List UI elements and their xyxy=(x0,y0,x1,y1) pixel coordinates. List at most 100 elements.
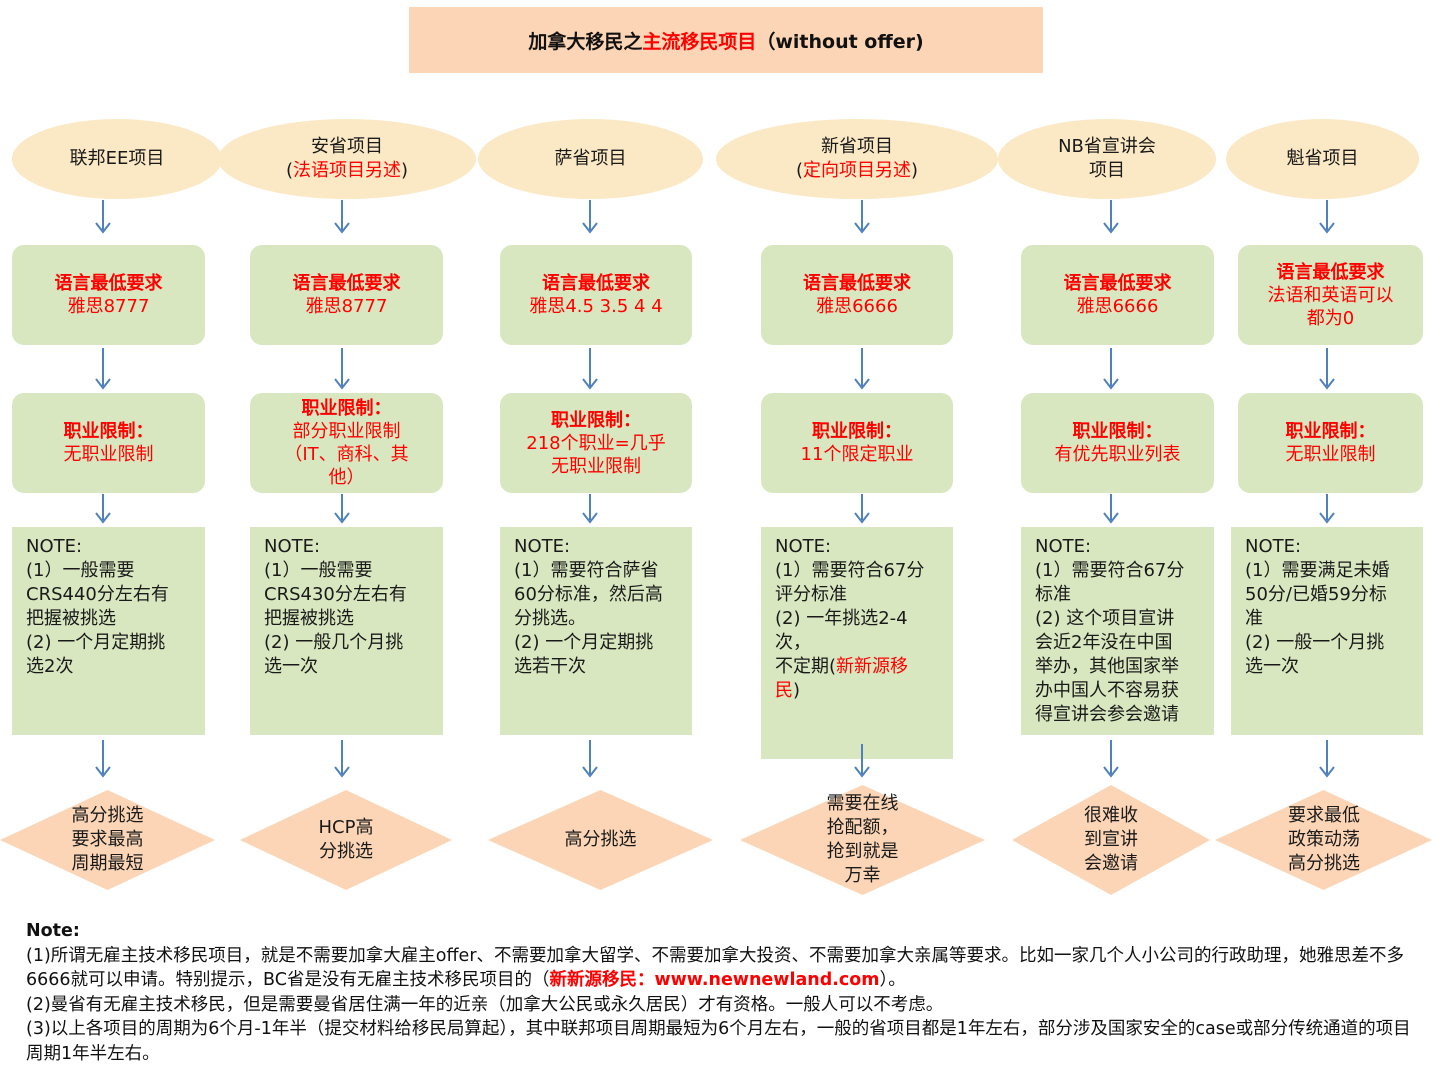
occupation-value: 有优先职业列表 xyxy=(1054,444,1181,465)
note-line: (2) 一般一个月挑 xyxy=(1245,632,1385,653)
down-arrow-icon xyxy=(334,200,350,234)
occupation-box-ns: 职业限制： 11个限定职业 xyxy=(761,393,953,493)
occupation-value: 他） xyxy=(328,467,365,488)
occupation-box-on: 职业限制： 部分职业限制 （IT、商科、其 他） xyxy=(250,393,443,493)
result-diamond-sk: 高分挑选 xyxy=(488,790,713,890)
ellipse-nb-label: NB省宣讲会 xyxy=(1058,136,1156,157)
note-box-ee: NOTE: (1）一般需要 CRS440分左右有 把握被挑选 (2) 一个月定期… xyxy=(12,527,205,735)
ellipse-qc: 魁省项目 xyxy=(1226,119,1419,199)
language-value: 法语和英语可以 xyxy=(1267,284,1394,306)
language-box-nb: 语言最低要求 雅思6666 xyxy=(1021,245,1214,345)
result-line: 周期最短 xyxy=(71,853,144,874)
note-line: 选若干次 xyxy=(514,656,586,677)
result-line: 很难收 xyxy=(1084,805,1138,826)
result-line: 会邀请 xyxy=(1084,853,1138,874)
language-head: 语言最低要求 xyxy=(1276,261,1385,283)
down-arrow-icon xyxy=(582,200,598,234)
ellipse-sk-label: 萨省项目 xyxy=(554,148,627,169)
note-line: 选一次 xyxy=(264,656,318,677)
note-line: 办中国人不容易获 xyxy=(1035,680,1179,701)
note-line: (2) 一个月定期挑 xyxy=(514,632,654,653)
ellipse-ee-label: 联邦EE项目 xyxy=(69,148,165,169)
down-arrow-icon xyxy=(334,348,350,390)
down-arrow-icon xyxy=(582,740,598,778)
note-line: NOTE: xyxy=(775,536,832,557)
language-head: 语言最低要求 xyxy=(803,273,911,294)
down-arrow-icon xyxy=(95,740,111,778)
language-head: 语言最低要求 xyxy=(292,273,401,294)
occupation-value: 无职业限制 xyxy=(551,455,641,477)
language-head: 语言最低要求 xyxy=(1063,273,1172,294)
note-line: 选2次 xyxy=(26,656,74,677)
down-arrow-icon xyxy=(1319,494,1335,524)
note-line: (1）一般需要 xyxy=(26,560,135,581)
ellipse-qc-label: 魁省项目 xyxy=(1286,148,1359,169)
occupation-head: 职业限制： xyxy=(1285,421,1376,442)
note-line: 举办，其他国家举 xyxy=(1035,656,1179,677)
down-arrow-icon xyxy=(1319,740,1335,778)
note-line: (2) 一年挑选2-4次， xyxy=(775,608,908,653)
occupation-box-sk: 职业限制： 218个职业=几乎 无职业限制 xyxy=(500,393,692,493)
diamond-shape xyxy=(1215,790,1432,890)
result-line: 高分挑选 xyxy=(564,829,637,850)
down-arrow-icon xyxy=(95,348,111,390)
language-value: 雅思6666 xyxy=(1076,296,1159,317)
occupation-box-ee: 职业限制： 无职业限制 xyxy=(12,393,205,493)
result-line: 高分挑选 xyxy=(71,805,144,826)
note-box-ns: NOTE: (1）需要符合67分 评分标准 (2) 一年挑选2-4次， 不定期(… xyxy=(761,527,953,759)
ellipse-ee: 联邦EE项目 xyxy=(12,119,222,199)
ellipse-nb-label2: 项目 xyxy=(1089,160,1125,181)
language-value: 雅思8777 xyxy=(67,296,150,317)
note-line: NOTE: xyxy=(1245,536,1302,557)
occupation-value: 无职业限制 xyxy=(63,444,154,465)
note-line: (1）一般需要 xyxy=(264,560,373,581)
language-value: 都为0 xyxy=(1306,307,1355,329)
site-link-text: 新新源移民：www.newnewland.com xyxy=(549,970,880,990)
note-line: 得宣讲会参会邀请 xyxy=(1035,704,1179,725)
language-value: 雅思6666 xyxy=(816,296,898,317)
result-line: 抢到就是 xyxy=(826,841,899,862)
bottom-note-label: Note: xyxy=(26,921,80,941)
ellipse-nb: NB省宣讲会 项目 xyxy=(998,119,1216,199)
occupation-head: 职业限制： xyxy=(812,421,902,442)
occupation-head: 职业限制： xyxy=(1072,421,1163,442)
title-prefix: 加拿大移民之 xyxy=(528,30,643,53)
note-line: 会近2年没在中国 xyxy=(1035,632,1173,653)
down-arrow-icon xyxy=(582,348,598,390)
diamond-shape xyxy=(0,790,215,890)
down-arrow-icon xyxy=(854,494,870,524)
note-red-tail: 新新源移 xyxy=(836,656,909,677)
note-line: 标准 xyxy=(1035,584,1071,605)
result-diamond-nb: 很难收 到宣讲 会邀请 xyxy=(1012,785,1210,895)
language-box-sk: 语言最低要求 雅思4.5 3.5 4 4 xyxy=(500,245,692,345)
language-box-qc: 语言最低要求 法语和英语可以 都为0 xyxy=(1238,245,1423,345)
bottom-note: Note: (1)所谓无雇主技术移民项目，就是不需要加拿大雇主offer、不需要… xyxy=(26,919,1426,1066)
note-line: (1）需要符合67分 xyxy=(1035,560,1185,581)
down-arrow-icon xyxy=(1103,348,1119,390)
result-line: 分挑选 xyxy=(319,841,373,862)
note-box-sk: NOTE: (1）需要符合萨省 60分标准，然后高 分挑选。 (2) 一个月定期… xyxy=(500,527,692,735)
note-box-on: NOTE: (1）一般需要 CRS430分左右有 把握被挑选 (2) 一般几个月… xyxy=(250,527,443,735)
down-arrow-icon xyxy=(854,348,870,390)
occupation-value: （IT、商科、其 xyxy=(284,444,409,465)
occupation-box-qc: 职业限制： 无职业限制 xyxy=(1238,393,1423,493)
down-arrow-icon xyxy=(1103,494,1119,524)
down-arrow-icon xyxy=(95,494,111,524)
down-arrow-icon xyxy=(95,200,111,234)
note-line: NOTE: xyxy=(514,536,571,557)
occupation-head: 职业限制： xyxy=(301,398,392,419)
occupation-value: 无职业限制 xyxy=(1285,444,1376,465)
occupation-value: 11个限定职业 xyxy=(800,444,914,465)
down-arrow-icon xyxy=(1319,348,1335,390)
diamond-shape xyxy=(1012,785,1210,895)
result-diamond-qc: 要求最低 政策动荡 高分挑选 xyxy=(1215,790,1432,890)
note-line: (2) 一个月定期挑 xyxy=(26,632,166,653)
title-suffix: （without offer) xyxy=(756,30,924,53)
ellipse-ns-red: 定向项目另述 xyxy=(803,160,911,181)
note-line: 把握被挑选 xyxy=(264,608,354,629)
ellipse-on-sub: (法语项目另述) xyxy=(285,160,409,181)
diamond-shape xyxy=(240,790,452,890)
occupation-value: 部分职业限制 xyxy=(292,421,401,442)
occupation-head: 职业限制： xyxy=(63,421,154,442)
language-head: 语言最低要求 xyxy=(542,273,650,294)
